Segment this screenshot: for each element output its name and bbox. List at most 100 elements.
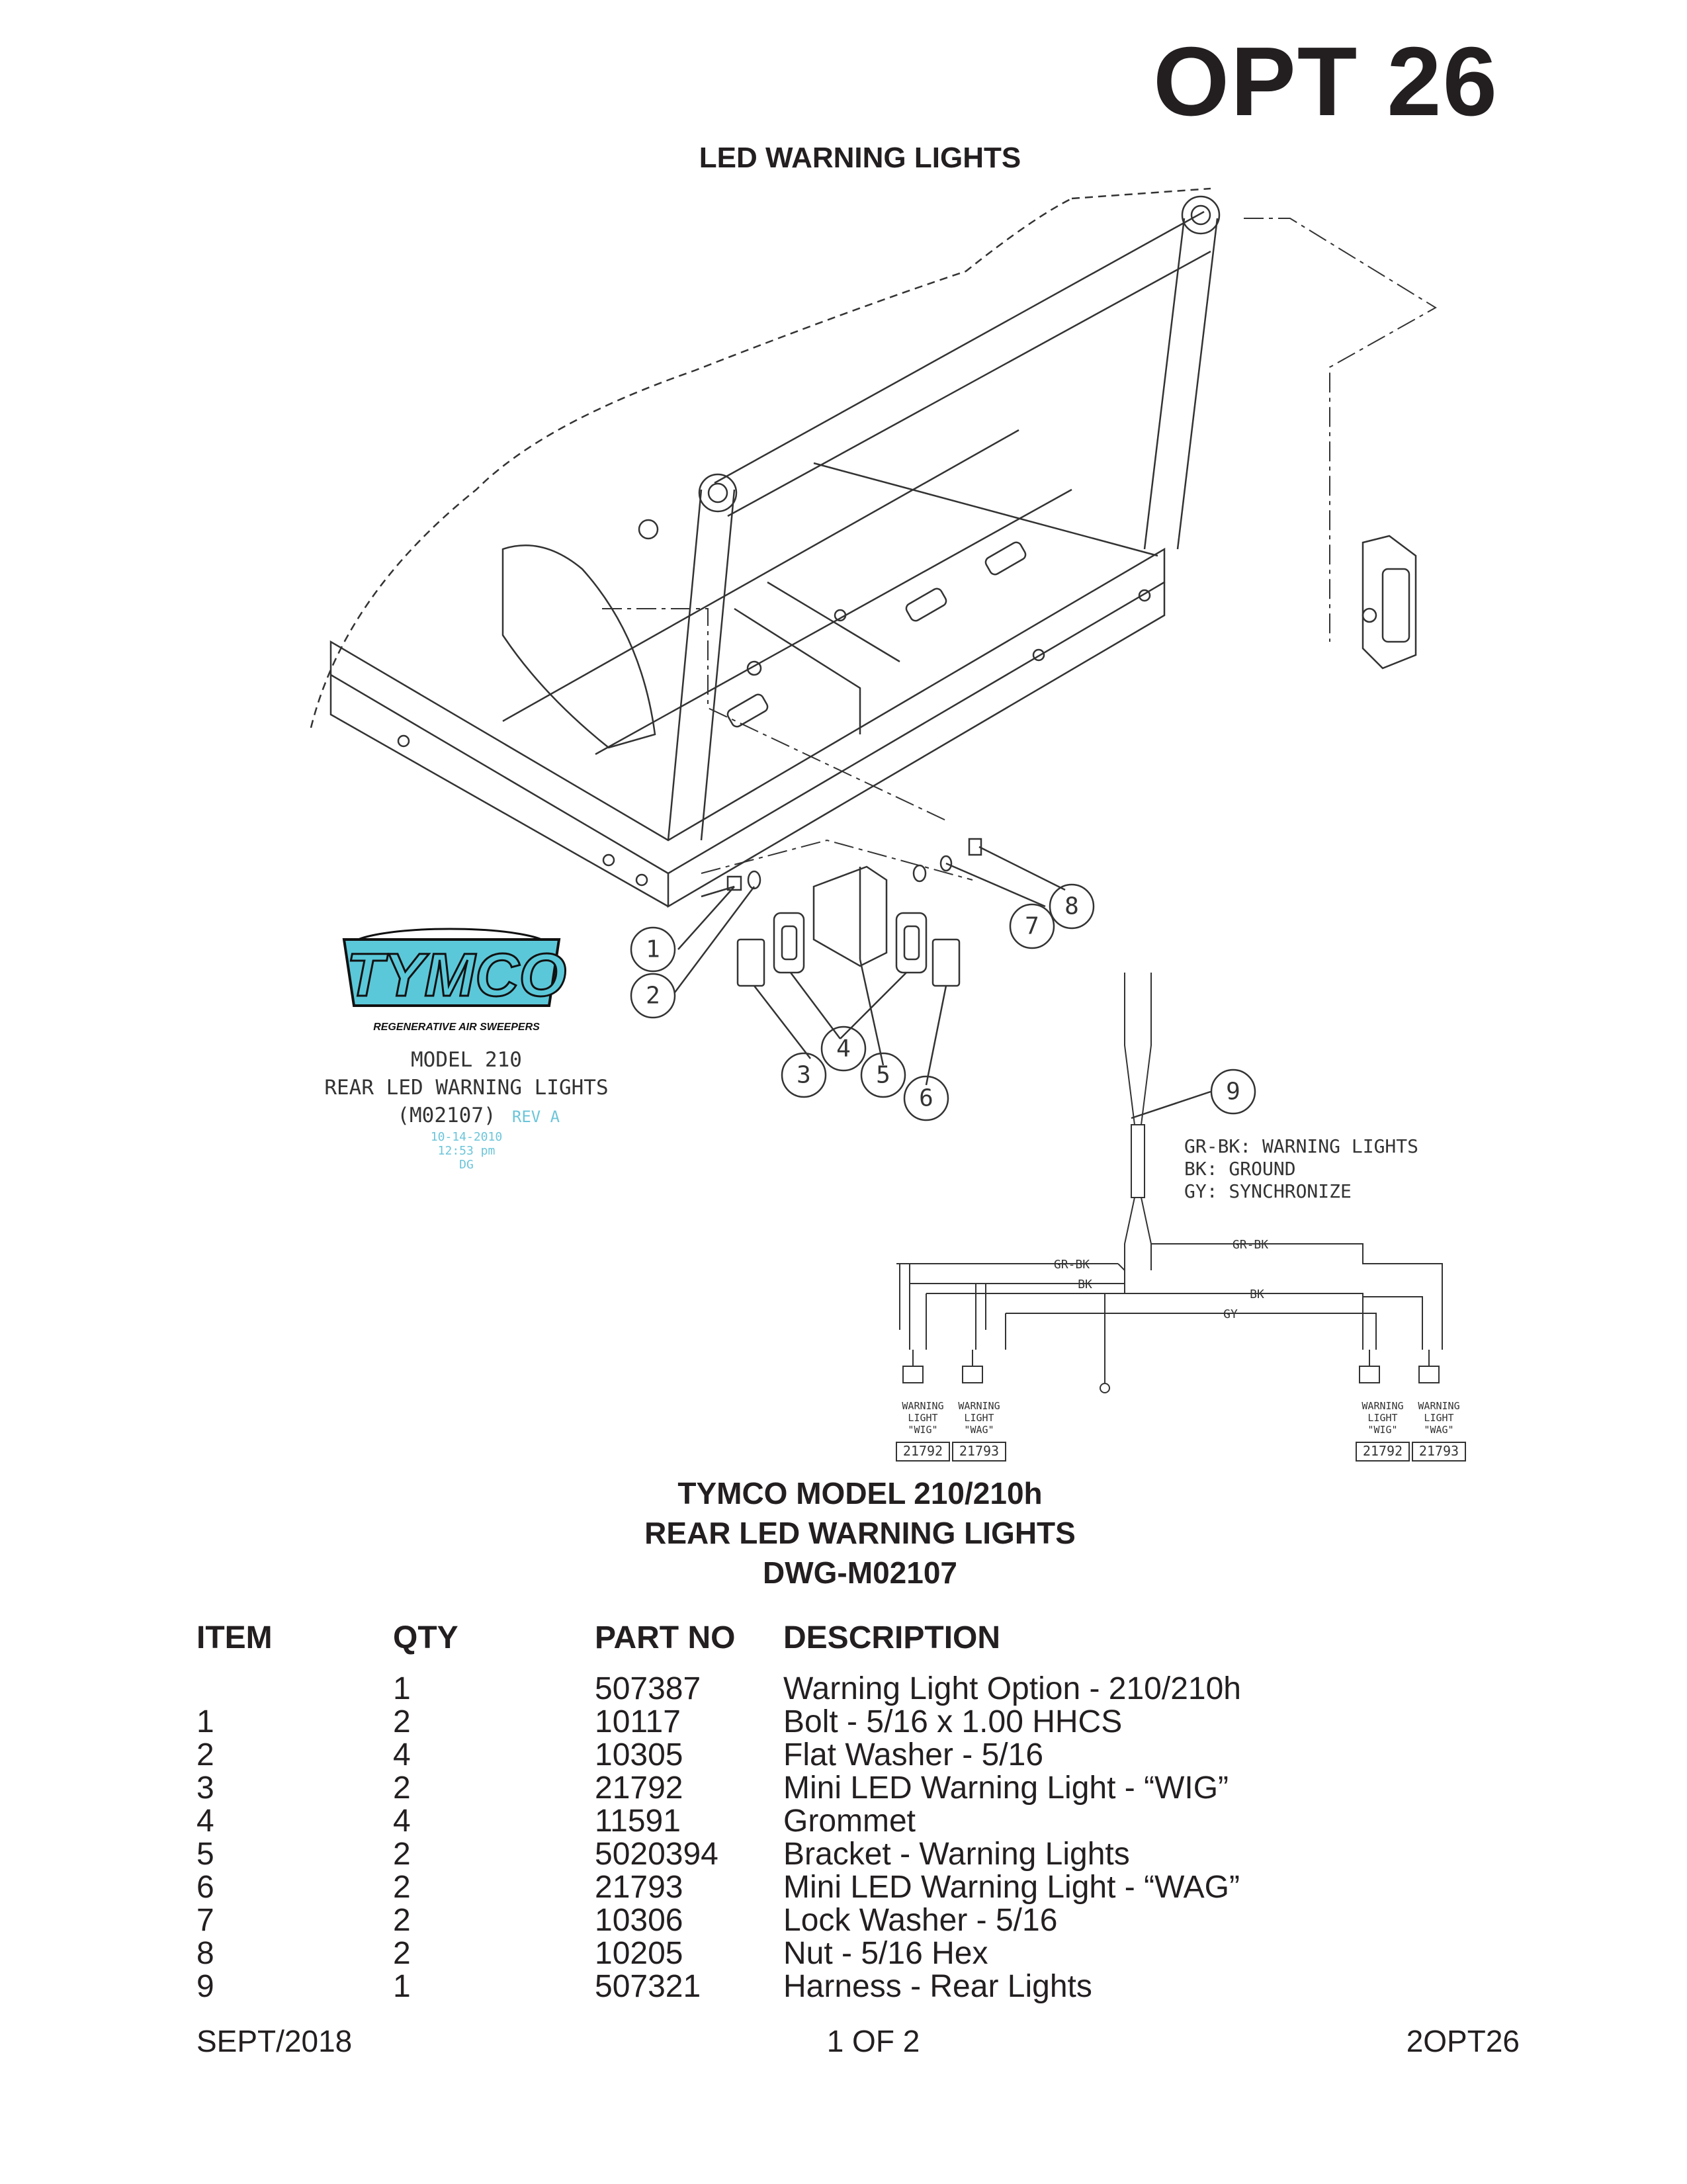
- footer-date: SEPT/2018: [196, 2024, 353, 2058]
- part-no-cell: 11591: [595, 1804, 681, 1839]
- wire-label-grbk-right: GR-BK: [1233, 1238, 1268, 1252]
- table-row: 1 507387 Warning Light Option - 210/210h: [196, 1673, 1379, 1706]
- footer-code: 2OPT26: [1406, 2024, 1520, 2058]
- item-cell: 1: [196, 1704, 214, 1739]
- qty-cell: 4: [393, 1804, 411, 1839]
- description-cell: Bracket - Warning Lights: [783, 1837, 1130, 1872]
- description-cell: Harness - Rear Lights: [783, 1969, 1092, 2004]
- leader-lines: [602, 218, 1437, 881]
- parts-table: ITEM QTY PART NO DESCRIPTION 1 507387 Warn…: [196, 1620, 1379, 2003]
- col-item: ITEM: [196, 1620, 273, 1655]
- description-cell: Warning Light Option - 210/210h: [783, 1671, 1241, 1706]
- side-light-assembly: [1362, 535, 1417, 670]
- description-cell: Mini LED Warning Light - “WAG”: [783, 1870, 1240, 1905]
- part-no-cell: 10306: [595, 1903, 683, 1938]
- part-no-cell: 10205: [595, 1936, 683, 1971]
- qty-cell: 2: [393, 1770, 411, 1806]
- stamp-date: 10-14-2010: [431, 1130, 502, 1144]
- stamp-initials: DG: [459, 1158, 474, 1172]
- qty-cell: 4: [393, 1737, 411, 1772]
- caption-line-2: REAR LED WARNING LIGHTS: [644, 1516, 1076, 1550]
- table-row: 8 2 10205 Nut - 5/16 Hex: [196, 1937, 1379, 1970]
- light-4-type: "WAG": [1424, 1424, 1453, 1436]
- part-no-cell: 21792: [595, 1770, 683, 1806]
- part-no-cell: 507387: [595, 1671, 701, 1706]
- light-2-label-2: LIGHT: [964, 1412, 994, 1424]
- item-cell: 7: [196, 1903, 214, 1938]
- wire-legend: GR-BK: WARNING LIGHTS BK: GROUND GY: SYN…: [1184, 1135, 1418, 1202]
- qty-cell: 2: [393, 1903, 411, 1938]
- qty-cell: 2: [393, 1870, 411, 1905]
- exploded-hardware: [701, 838, 982, 987]
- qty-cell: 1: [393, 1969, 411, 2004]
- callout-2: 2: [646, 983, 660, 1010]
- item-cell: 2: [196, 1737, 214, 1772]
- caption-line-1: TYMCO MODEL 210/210h: [677, 1476, 1043, 1510]
- light-3-label: WARNING: [1362, 1400, 1403, 1412]
- col-part-no: PART NO: [595, 1620, 736, 1655]
- exploded-parts-drawing: 1 2 3 4 5 6 7 8 9 TYMCO REGENERATIVE AIR…: [310, 187, 1466, 1462]
- model-block: MODEL 210 REAR LED WARNING LIGHTS (M0210…: [324, 1048, 608, 1172]
- light-4-label: WARNING: [1418, 1400, 1459, 1412]
- wire-label-bk-right: BK: [1250, 1288, 1264, 1301]
- col-qty: QTY: [393, 1620, 458, 1655]
- part-no-cell: 5020394: [595, 1837, 718, 1872]
- callouts: [630, 846, 1256, 1121]
- legend-ground: BK: GROUND: [1184, 1158, 1296, 1180]
- frame-outline: [310, 187, 1221, 908]
- harness-schematic: [896, 973, 1466, 1462]
- wire-label-gy: GY: [1223, 1307, 1238, 1321]
- description-cell: Flat Washer - 5/16: [783, 1737, 1044, 1772]
- item-cell: 6: [196, 1870, 214, 1905]
- callout-4: 4: [836, 1035, 851, 1063]
- legend-sync: GY: SYNCHRONIZE: [1184, 1180, 1352, 1202]
- callout-7: 7: [1025, 913, 1039, 940]
- option-title: OPT 26: [1153, 27, 1498, 136]
- qty-cell: 2: [393, 1704, 411, 1739]
- light-2-label: WARNING: [958, 1400, 1000, 1412]
- callout-8: 8: [1064, 893, 1079, 920]
- callout-9: 9: [1226, 1078, 1240, 1106]
- light-3-part: 21792: [1363, 1443, 1403, 1459]
- light-1-label-2: LIGHT: [908, 1412, 937, 1424]
- table-row: 9 1 507321 Harness - Rear Lights: [196, 1970, 1379, 2003]
- callout-1: 1: [646, 936, 660, 963]
- model-line-3: (M02107): [397, 1104, 496, 1127]
- legend-warning: GR-BK: WARNING LIGHTS: [1184, 1135, 1418, 1157]
- qty-cell: 1: [393, 1671, 411, 1706]
- item-cell: 8: [196, 1936, 214, 1971]
- part-no-cell: 10117: [595, 1704, 681, 1739]
- description-cell: Lock Washer - 5/16: [783, 1903, 1058, 1938]
- col-description: DESCRIPTION: [783, 1620, 1001, 1655]
- light-2-part: 21793: [959, 1443, 999, 1459]
- tymco-logo: TYMCO REGENERATIVE AIR SWEEPERS: [342, 928, 568, 1033]
- model-line-2: REAR LED WARNING LIGHTS: [324, 1076, 608, 1100]
- description-cell: Nut - 5/16 Hex: [783, 1936, 988, 1971]
- page-subtitle: LED WARNING LIGHTS: [699, 142, 1021, 174]
- wire-labels: GR-BK BK GY GR-BK BK: [1054, 1238, 1268, 1321]
- model-line-1: MODEL 210: [411, 1048, 522, 1072]
- light-4-label-2: LIGHT: [1424, 1412, 1453, 1424]
- part-no-cell: 21793: [595, 1870, 683, 1905]
- item-cell: 9: [196, 1969, 214, 2004]
- part-no-cell: 507321: [595, 1969, 701, 2004]
- wire-label-bk-left: BK: [1078, 1278, 1092, 1291]
- qty-cell: 2: [393, 1936, 411, 1971]
- table-row: 6 2 21793 Mini LED Warning Light - “WAG”: [196, 1871, 1379, 1904]
- table-row: 7 2 10306 Lock Washer - 5/16: [196, 1904, 1379, 1937]
- item-cell: 4: [196, 1804, 214, 1839]
- light-3-label-2: LIGHT: [1367, 1412, 1397, 1424]
- light-labels: WARNING LIGHT "WIG" 21792 WARNING LIGHT …: [902, 1400, 1459, 1459]
- light-2-type: "WAG": [964, 1424, 994, 1436]
- light-1-type: "WIG": [908, 1424, 937, 1436]
- light-4-part: 21793: [1419, 1443, 1459, 1459]
- item-cell: 3: [196, 1770, 214, 1806]
- footer-page: 1 OF 2: [826, 2024, 920, 2058]
- callout-6: 6: [919, 1085, 933, 1112]
- light-3-type: "WIG": [1367, 1424, 1397, 1436]
